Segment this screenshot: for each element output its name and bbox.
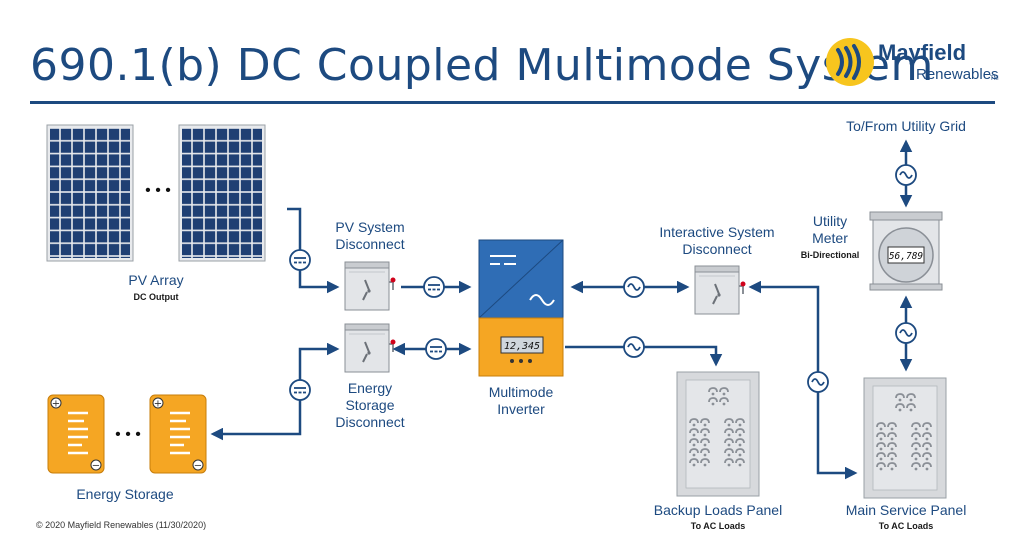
logo-name: Mayfield (878, 40, 967, 65)
logo-sub: Renewables (916, 66, 999, 83)
dc-symbol-icon (423, 276, 445, 298)
pv-disconnect-label-line1: PV System (335, 219, 405, 235)
es-disconnect-label: Energy Storage Disconnect (318, 380, 422, 431)
inverter-label: Multimode Inverter (468, 384, 574, 418)
meter-display: 56,789 (889, 251, 924, 262)
ac-symbol-icon (623, 276, 645, 298)
battery-right (148, 393, 208, 475)
isd-label: Interactive System Disconnect (652, 224, 782, 258)
wire-isd-to-main (748, 280, 858, 480)
dc-symbol-icon (289, 249, 311, 271)
interactive-system-disconnect (694, 265, 747, 315)
pv-array-sublabel: DC Output (133, 292, 179, 302)
ac-symbol-icon (895, 322, 917, 344)
backup-panel-sublabel: To AC Loads (690, 521, 746, 531)
ac-symbol-icon (895, 164, 917, 186)
ac-symbol-icon (623, 336, 645, 358)
utility-meter: 56,789 (869, 211, 943, 291)
wire-pv-to-disconnect (287, 207, 340, 294)
page-title: 690.1(b) DC Coupled Multimode System (30, 40, 934, 91)
title-rule (30, 101, 995, 104)
main-panel-label: Main Service Panel (845, 502, 967, 518)
logo-tm: TM (990, 76, 999, 82)
dc-symbol-icon (289, 379, 311, 401)
meter-sublabel: Bi-Directional (800, 250, 860, 260)
meter-label-line2: Meter (812, 230, 848, 246)
logo: Mayfield Renewables TM (824, 36, 999, 92)
utility-grid-label: To/From Utility Grid (846, 118, 966, 134)
energy-storage-disconnect (344, 323, 397, 373)
pv-module-left (46, 124, 134, 262)
energy-storage-label: Energy Storage (76, 486, 174, 502)
es-disconnect-label-line1: Energy (347, 380, 393, 396)
main-panel-sublabel: To AC Loads (878, 521, 934, 531)
inverter-display: 12,345 (504, 341, 540, 352)
pv-array-label: PV Array (128, 272, 184, 288)
pv-disconnect-label: PV System Disconnect (318, 219, 422, 253)
inverter-label-line2: Inverter (497, 401, 545, 417)
backup-loads-panel (676, 371, 760, 497)
inverter-label-line1: Multimode (488, 384, 554, 400)
es-disconnect-label-line2: Storage (345, 397, 395, 413)
isd-label-line2: Disconnect (682, 241, 752, 257)
es-disconnect-label-line3: Disconnect (335, 414, 405, 430)
mayfield-logo-icon (826, 38, 874, 86)
pv-disconnect-label-line2: Disconnect (335, 236, 405, 252)
battery-left (46, 393, 106, 475)
copyright: © 2020 Mayfield Renewables (11/30/2020) (36, 520, 207, 530)
ac-symbol-icon (807, 371, 829, 393)
main-service-panel (863, 377, 947, 499)
pv-ellipsis: • • • (145, 182, 171, 199)
meter-label-line1: Utility (812, 213, 848, 229)
isd-label-line1: Interactive System (659, 224, 775, 240)
dc-symbol-icon (425, 338, 447, 360)
multimode-inverter: 12,345 (478, 239, 564, 377)
meter-label: Utility Meter (790, 213, 870, 247)
wire-inverter-to-backup (565, 345, 723, 367)
battery-ellipsis: • • • (115, 426, 141, 443)
pv-module-right (178, 124, 266, 262)
backup-panel-label: Backup Loads Panel (653, 502, 783, 518)
pv-system-disconnect (344, 261, 397, 311)
